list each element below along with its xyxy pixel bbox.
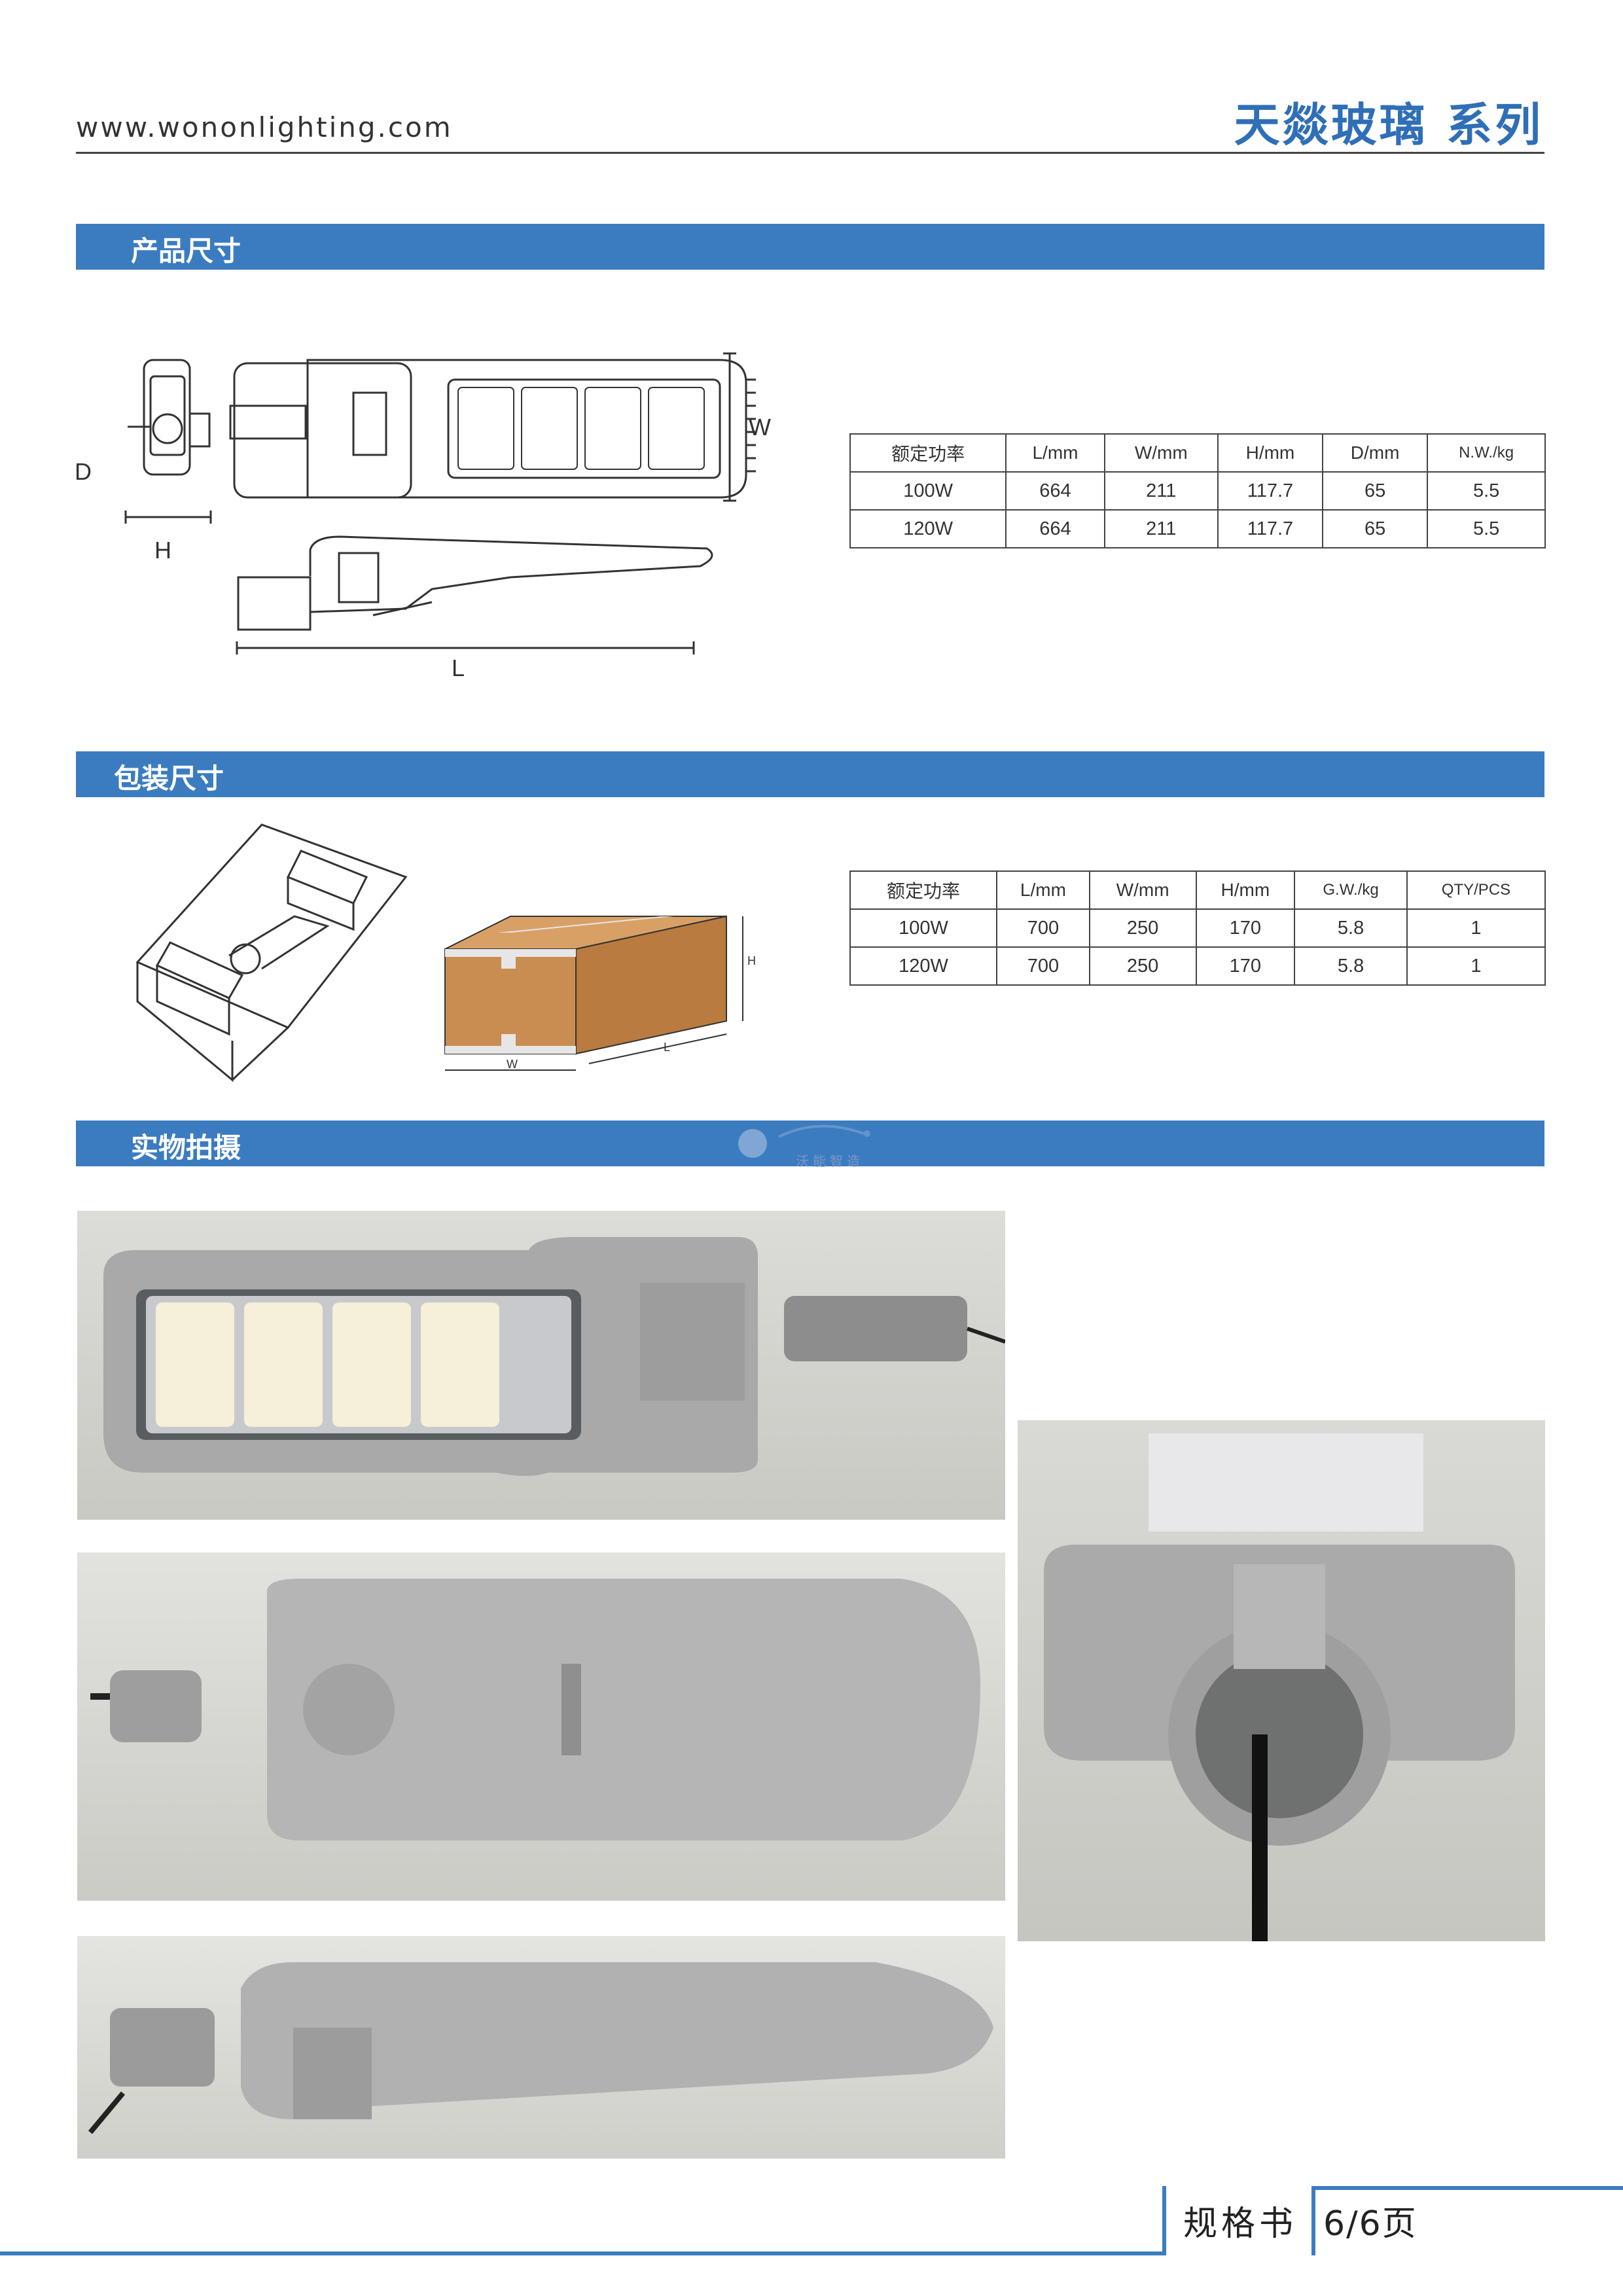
table-cell: 170 — [1195, 908, 1296, 948]
dimension-label-h: H — [154, 537, 171, 564]
table-row: 120W 664 211 117.7 65 5.5 — [849, 509, 1546, 548]
package-label-h: H — [747, 954, 756, 967]
table-cell: 250 — [1088, 908, 1197, 948]
table-cell: 100W — [849, 908, 998, 948]
table-cell: 65 — [1322, 471, 1429, 511]
table-cell: 700 — [996, 946, 1090, 986]
package-label-w: W — [507, 1058, 518, 1071]
footer-divider — [0, 2251, 1165, 2255]
table-row: 100W 700 250 170 5.8 1 — [849, 908, 1546, 948]
footer-doc-label: 规格书 — [1183, 2204, 1298, 2244]
footer-page-number: 6/6页 — [1323, 2204, 1418, 2244]
table-cell: 664 — [1005, 509, 1105, 548]
table-header-cell: W/mm — [1103, 433, 1219, 473]
shipping-box-drawing — [444, 915, 743, 1071]
table-cell: 700 — [996, 908, 1090, 948]
package-label-l: L — [664, 1041, 671, 1054]
table-header-cell: H/mm — [1195, 870, 1296, 910]
dimension-label-d: D — [75, 458, 92, 485]
table-header-cell: N.W./kg — [1427, 433, 1546, 473]
table-cell: 5.5 — [1427, 471, 1546, 511]
open-package-drawing — [135, 823, 408, 1083]
table-cell: 250 — [1088, 946, 1197, 986]
table-cell: 1 — [1406, 946, 1546, 986]
table-header-cell: L/mm — [996, 870, 1090, 910]
section-bar-product-size: 产品尺寸 — [76, 224, 1544, 270]
product-photo-end — [1018, 1420, 1545, 1941]
table-cell: 117.7 — [1217, 509, 1324, 548]
watermark-text: 沃能智造 — [796, 1153, 864, 1169]
table-header-row: 额定功率 L/mm W/mm H/mm G.W./kg QTY/PCS — [849, 870, 1546, 910]
product-photo-side — [77, 1936, 1005, 2159]
table-header-cell: D/mm — [1322, 433, 1429, 473]
table-header-cell: H/mm — [1217, 433, 1324, 473]
table-cell: 664 — [1005, 471, 1105, 511]
table-cell: 65 — [1322, 509, 1429, 548]
table-cell: 5.8 — [1294, 908, 1408, 948]
table-row: 100W 664 211 117.7 65 5.5 — [849, 471, 1546, 511]
table-header-row: 额定功率 L/mm W/mm H/mm D/mm N.W./kg — [849, 433, 1546, 473]
site-url[interactable]: www.wononlighting.com — [76, 111, 453, 143]
section-title-photos: 实物拍摄 — [131, 1132, 241, 1164]
table-cell: 120W — [849, 946, 998, 986]
table-cell: 1 — [1406, 908, 1546, 948]
product-photo-back — [77, 1552, 1005, 1901]
table-header-cell: QTY/PCS — [1406, 870, 1546, 910]
table-header-cell: G.W./kg — [1294, 870, 1408, 910]
table-cell: 117.7 — [1217, 471, 1324, 511]
section-title-product-size: 产品尺寸 — [131, 235, 241, 267]
header-divider — [76, 152, 1544, 154]
table-cell: 100W — [849, 471, 1007, 511]
table-header-cell: L/mm — [1005, 433, 1105, 473]
footer-divider-left — [1162, 2186, 1166, 2255]
product-spec-table: 额定功率 L/mm W/mm H/mm D/mm N.W./kg 100W 66… — [849, 433, 1546, 548]
product-photo-front — [77, 1211, 1005, 1520]
table-cell: 211 — [1103, 509, 1219, 548]
table-header-cell: 额定功率 — [849, 433, 1007, 473]
product-dimension-drawing — [124, 352, 756, 655]
table-header-cell: W/mm — [1088, 870, 1197, 910]
table-cell: 170 — [1195, 946, 1296, 986]
table-cell: 5.5 — [1427, 509, 1546, 548]
dimension-label-w: W — [749, 414, 771, 440]
table-cell: 120W — [849, 509, 1007, 548]
table-cell: 211 — [1103, 471, 1219, 511]
table-row: 120W 700 250 170 5.8 1 — [849, 946, 1546, 986]
footer-divider-mid — [1311, 2186, 1315, 2255]
dimension-label-l: L — [452, 655, 465, 681]
section-title-package-size: 包装尺寸 — [114, 762, 224, 795]
package-spec-table: 额定功率 L/mm W/mm H/mm G.W./kg QTY/PCS 100W… — [849, 870, 1546, 986]
footer-divider-top — [1311, 2186, 1623, 2190]
watermark-logo — [738, 1124, 870, 1158]
series-title: 天燚玻璃 系列 — [1234, 98, 1543, 152]
table-cell: 5.8 — [1294, 946, 1408, 986]
section-bar-package-size: 包装尺寸 — [76, 751, 1544, 797]
table-header-cell: 额定功率 — [849, 870, 998, 910]
